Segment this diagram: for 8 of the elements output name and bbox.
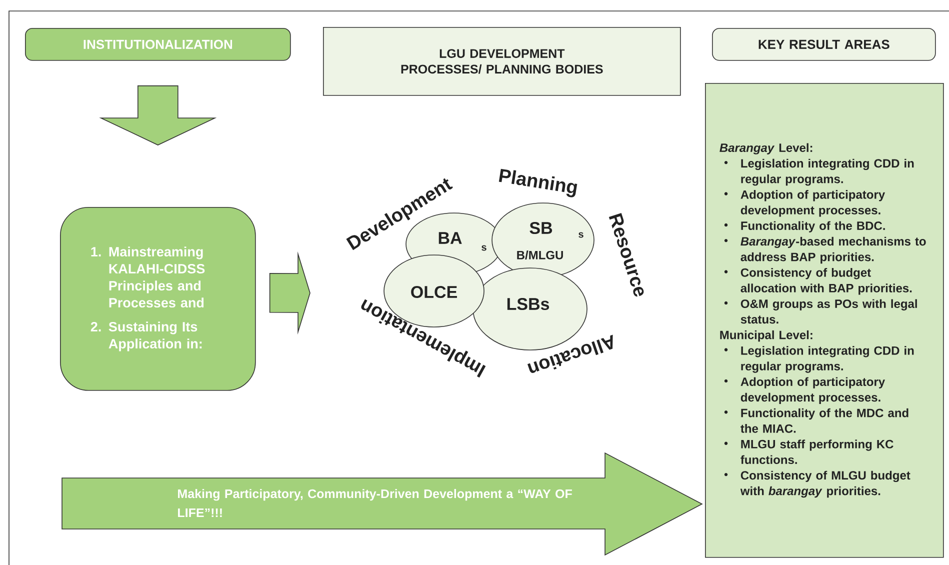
block-arrow xyxy=(99,85,217,146)
title-box: INSTITUTIONALIZATION xyxy=(25,28,291,61)
block-arrow xyxy=(269,251,310,335)
title-box: KEY RESULT AREAS xyxy=(712,28,936,61)
ring-word: Planning xyxy=(498,168,578,198)
header-box: LGU DEVELOPMENT PROCESSES/ PLANNING BODIES xyxy=(323,27,681,96)
result-list-box: Barangay Level: Legislation integrating CDD in regular programs. Adoption of participatory development processes. Functionality of the BDC. Barangay-based mechanisms to address BAP priorities. Consistency of budget allocation with BAP priorities. O&M groups as POs with legal status. Municipal Level: Legislation integrating CDD in regular programs. Adoption of participatory development processes. Functionality of the MDC and the MIAC. MLGU staff performing KC functions. Consistency of MLGU budget with barangay priorities. xyxy=(705,83,944,558)
process-card: 1. Mainstreaming KALAHI-CIDSS Principles and Processes and 2. Sustaining Its Application in: xyxy=(60,207,256,391)
